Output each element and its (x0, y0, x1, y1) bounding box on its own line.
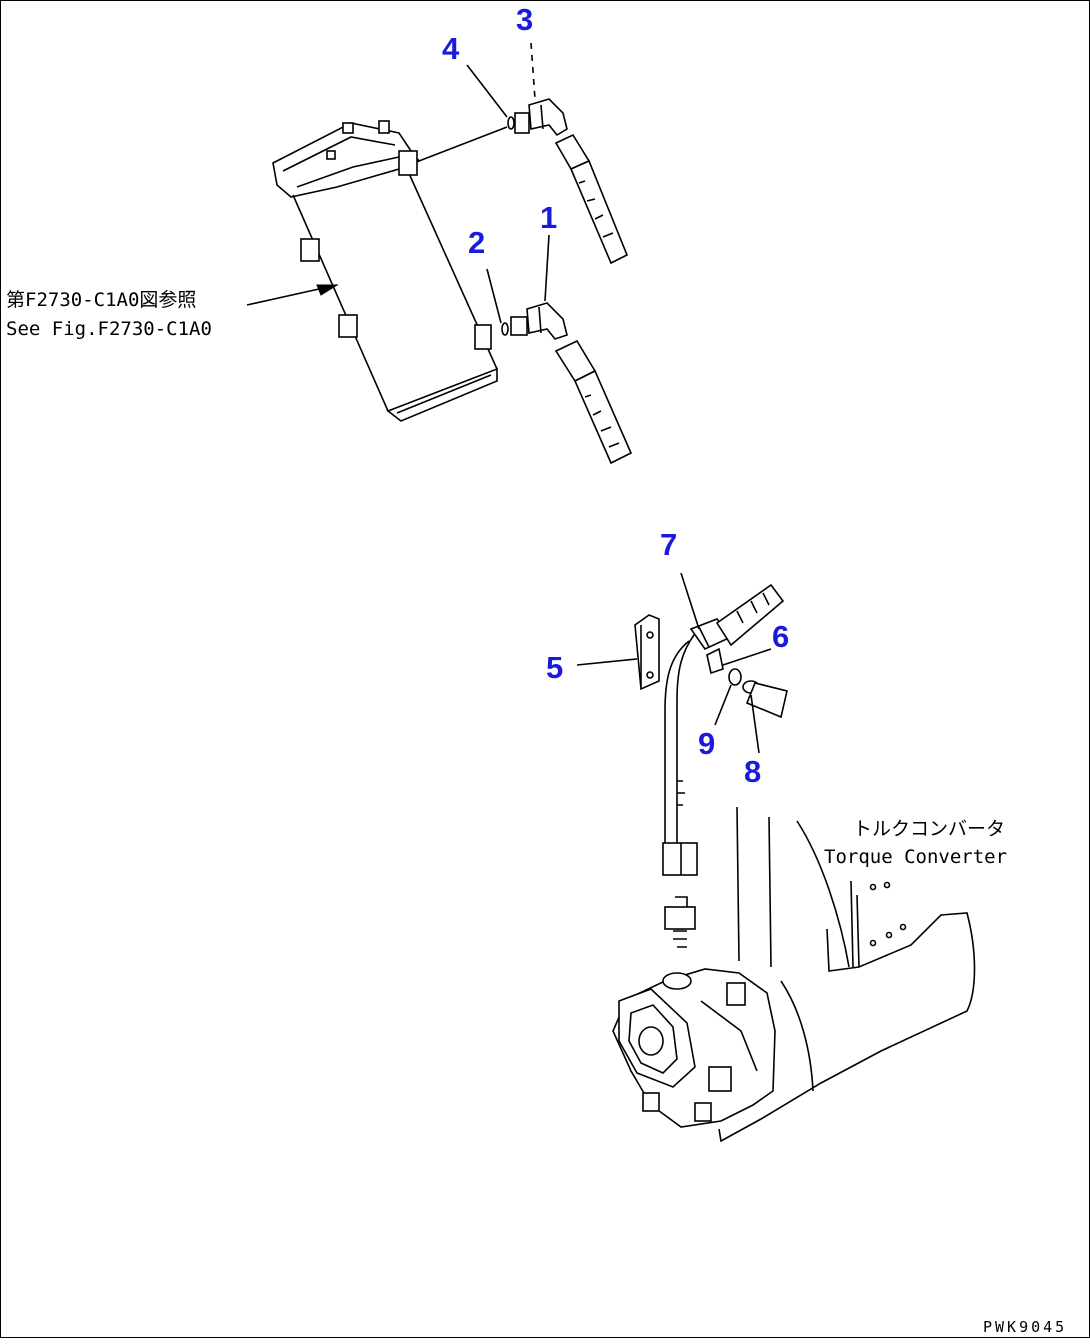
callout-7: 7 (660, 527, 677, 562)
hose-to-converter (715, 583, 785, 647)
filter-reference-en: See Fig.F2730-C1A0 (6, 318, 212, 340)
converter-label-jp: トルクコンバータ (853, 818, 1005, 840)
hose-upper (554, 133, 629, 265)
connector-fitting (664, 896, 696, 948)
leader-lines-upper (466, 42, 550, 324)
callout-2: 2 (468, 225, 485, 260)
drawing-code: PWK9045 (983, 1318, 1067, 1336)
washer-9 (728, 668, 742, 686)
elbow-fitting-lower (501, 302, 568, 340)
callout-5: 5 (546, 650, 563, 685)
elbow-fitting-upper (507, 98, 568, 137)
clamp-bracket (634, 614, 660, 691)
filter-reference-jp: 第F2730-C1A0図参照 (6, 289, 196, 311)
leader-lines-lower (576, 572, 772, 754)
callout-4: 4 (442, 31, 460, 66)
oil-filter (272, 120, 508, 422)
tube-pipe (662, 630, 698, 876)
callout-3: 3 (516, 2, 533, 37)
callout-6: 6 (772, 619, 789, 654)
bolt-8 (742, 680, 788, 719)
callout-8: 8 (744, 754, 761, 789)
callout-1: 1 (540, 200, 557, 235)
converter-label-en: Torque Converter (824, 846, 1007, 868)
torque-converter (718, 806, 976, 1143)
hose-lower (554, 339, 633, 465)
pump-assembly (612, 968, 776, 1128)
reference-arrow (246, 284, 339, 306)
callout-9: 9 (698, 726, 715, 761)
